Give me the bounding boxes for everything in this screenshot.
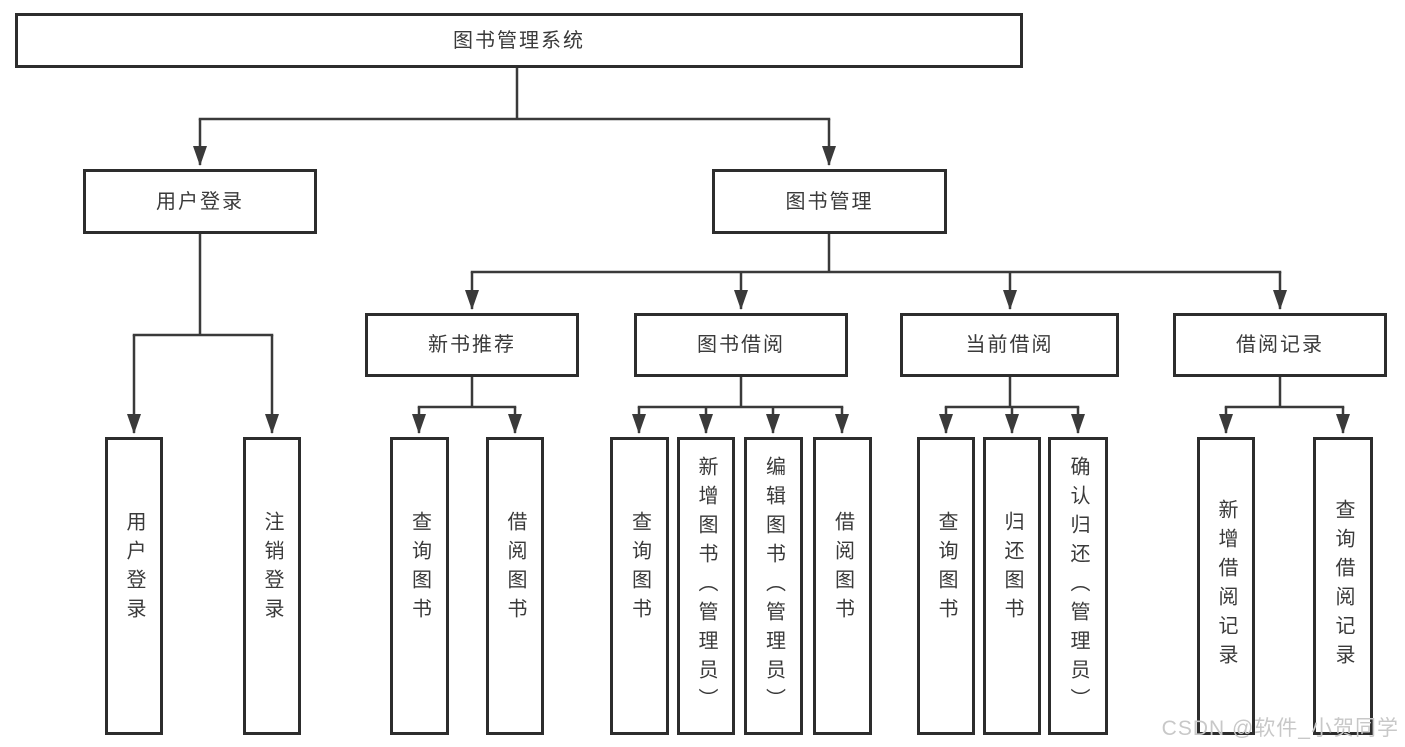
leaf-query-books-borrowing: 查询图书 [610,437,669,735]
node-new-book-recommend: 新书推荐 [365,313,579,377]
node-book-management: 图书管理 [712,169,947,234]
leaf-query-books-current: 查询图书 [917,437,975,735]
leaf-add-borrow-record: 新增借阅记录 [1197,437,1255,735]
leaf-confirm-return-admin: 确认归还（管理员） [1048,437,1108,735]
node-user-login: 用户登录 [83,169,317,234]
leaf-add-book-admin: 新增图书（管理员） [677,437,735,735]
node-book-borrowing: 图书借阅 [634,313,848,377]
leaf-borrow-books-recommend: 借阅图书 [486,437,544,735]
leaf-edit-book-admin: 编辑图书（管理员） [744,437,803,735]
node-current-borrowing: 当前借阅 [900,313,1119,377]
csdn-watermark: CSDN @软件_小贺同学 [1161,717,1399,740]
leaf-borrow-books-borrowing: 借阅图书 [813,437,872,735]
leaf-user-login: 用户登录 [105,437,163,735]
node-library-system: 图书管理系统 [15,13,1023,68]
leaf-query-books-recommend: 查询图书 [390,437,449,735]
leaf-logout: 注销登录 [243,437,301,735]
node-borrow-records: 借阅记录 [1173,313,1387,377]
leaf-return-books: 归还图书 [983,437,1041,735]
leaf-query-borrow-record: 查询借阅记录 [1313,437,1373,735]
